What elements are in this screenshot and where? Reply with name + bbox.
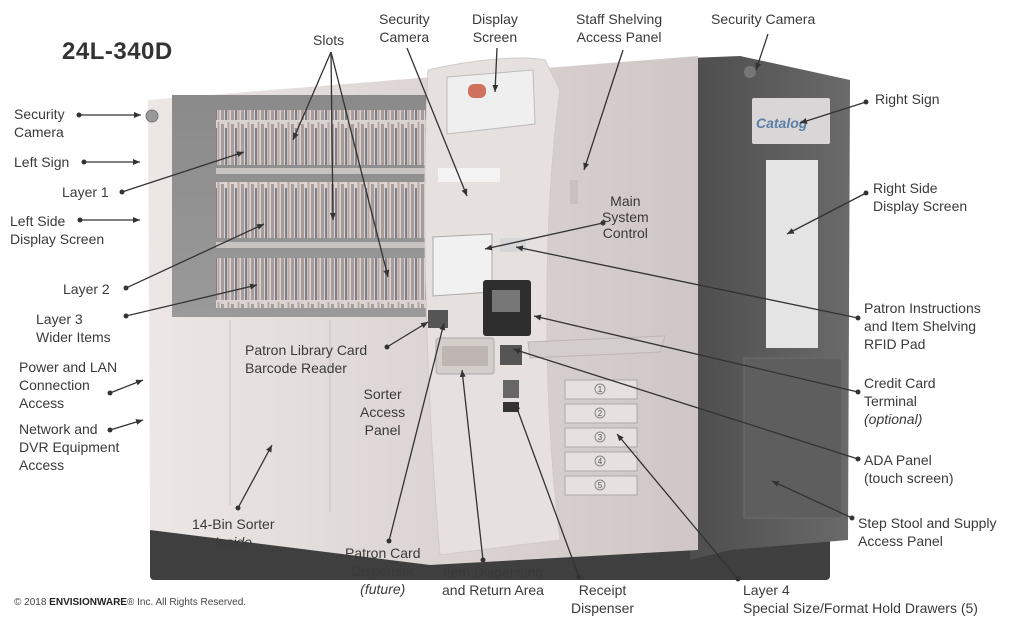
label-slots: Slots	[313, 32, 345, 48]
rfid-shelf-pad	[527, 335, 666, 359]
security-camera-left	[145, 109, 159, 123]
book-shelf-layer-1	[216, 110, 428, 165]
drawer-number: 4	[598, 457, 603, 466]
security-camera-top	[438, 168, 500, 182]
leader-line	[515, 245, 859, 319]
leader-line	[514, 402, 580, 578]
leader-line	[109, 379, 144, 394]
shelf-divider	[216, 168, 428, 174]
label-ada-panel: ADA Panel(touch screen)	[864, 452, 954, 486]
leader-line	[583, 49, 624, 171]
hold-drawer	[564, 427, 638, 448]
label-right-sign: Right Sign	[875, 91, 940, 107]
hold-drawer	[564, 475, 638, 496]
leader-line	[237, 444, 273, 509]
hold-drawer	[564, 403, 638, 424]
drawer-number: 1	[598, 385, 603, 394]
barcode-reader	[428, 310, 448, 328]
envisionware-logo: ENVISIONWARE	[49, 597, 127, 608]
copyright-notice: © 2018 ENVISIONWARE® Inc. All Rights Res…	[14, 597, 247, 608]
display-screen-logo	[468, 84, 486, 98]
right-sign	[752, 98, 830, 144]
item-dispensing-opening	[442, 346, 488, 366]
leader-line	[771, 480, 853, 519]
hold-drawer	[564, 379, 638, 400]
leader-line	[459, 369, 484, 561]
leader-line	[484, 222, 604, 251]
leader-line	[125, 283, 258, 317]
leader-line	[329, 51, 336, 221]
book-shelf-layer-3	[216, 258, 428, 308]
leader-lines	[79, 33, 867, 580]
security-camera-right	[744, 66, 756, 78]
label-security-camera-right: Security Camera	[711, 11, 816, 27]
leader-line	[616, 433, 739, 580]
credit-card-terminal-screen	[492, 290, 520, 312]
ada-panel	[500, 345, 522, 365]
leader-line	[121, 151, 245, 193]
label-layer-1: Layer 1	[62, 184, 109, 200]
drawer-number: 5	[598, 481, 603, 490]
leader-line	[512, 348, 859, 460]
leader-line	[292, 51, 332, 141]
hold-drawer	[564, 451, 638, 472]
staff-access-latch	[570, 180, 578, 204]
leader-line	[492, 47, 499, 93]
leader-line	[786, 192, 867, 235]
leader-line	[109, 419, 144, 431]
leader-line	[388, 322, 446, 542]
drawer-number: 2	[598, 409, 603, 418]
model-number: 24L-340D	[62, 38, 173, 65]
label-left-sign: Left Sign	[14, 154, 70, 170]
leader-line	[755, 33, 769, 71]
leader-line	[799, 101, 867, 124]
leader-line	[125, 223, 265, 289]
leader-line	[330, 51, 390, 278]
drawer-number: 3	[598, 433, 603, 442]
leader-dots	[76, 99, 869, 582]
display-screen	[446, 69, 536, 135]
receipt-printer	[503, 380, 519, 398]
receipt-slot	[503, 402, 519, 412]
leader-line	[533, 314, 859, 393]
book-shelf-layer-2	[216, 182, 428, 238]
leader-line	[386, 321, 429, 348]
leader-line	[406, 47, 468, 197]
right-sign-text: Catalog	[756, 115, 808, 131]
label-layer-2: Layer 2	[63, 281, 110, 297]
hold-drawers: 1 2 3 4 5	[564, 379, 638, 496]
shelf-divider	[216, 242, 428, 248]
right-side-display-screen	[766, 160, 818, 348]
